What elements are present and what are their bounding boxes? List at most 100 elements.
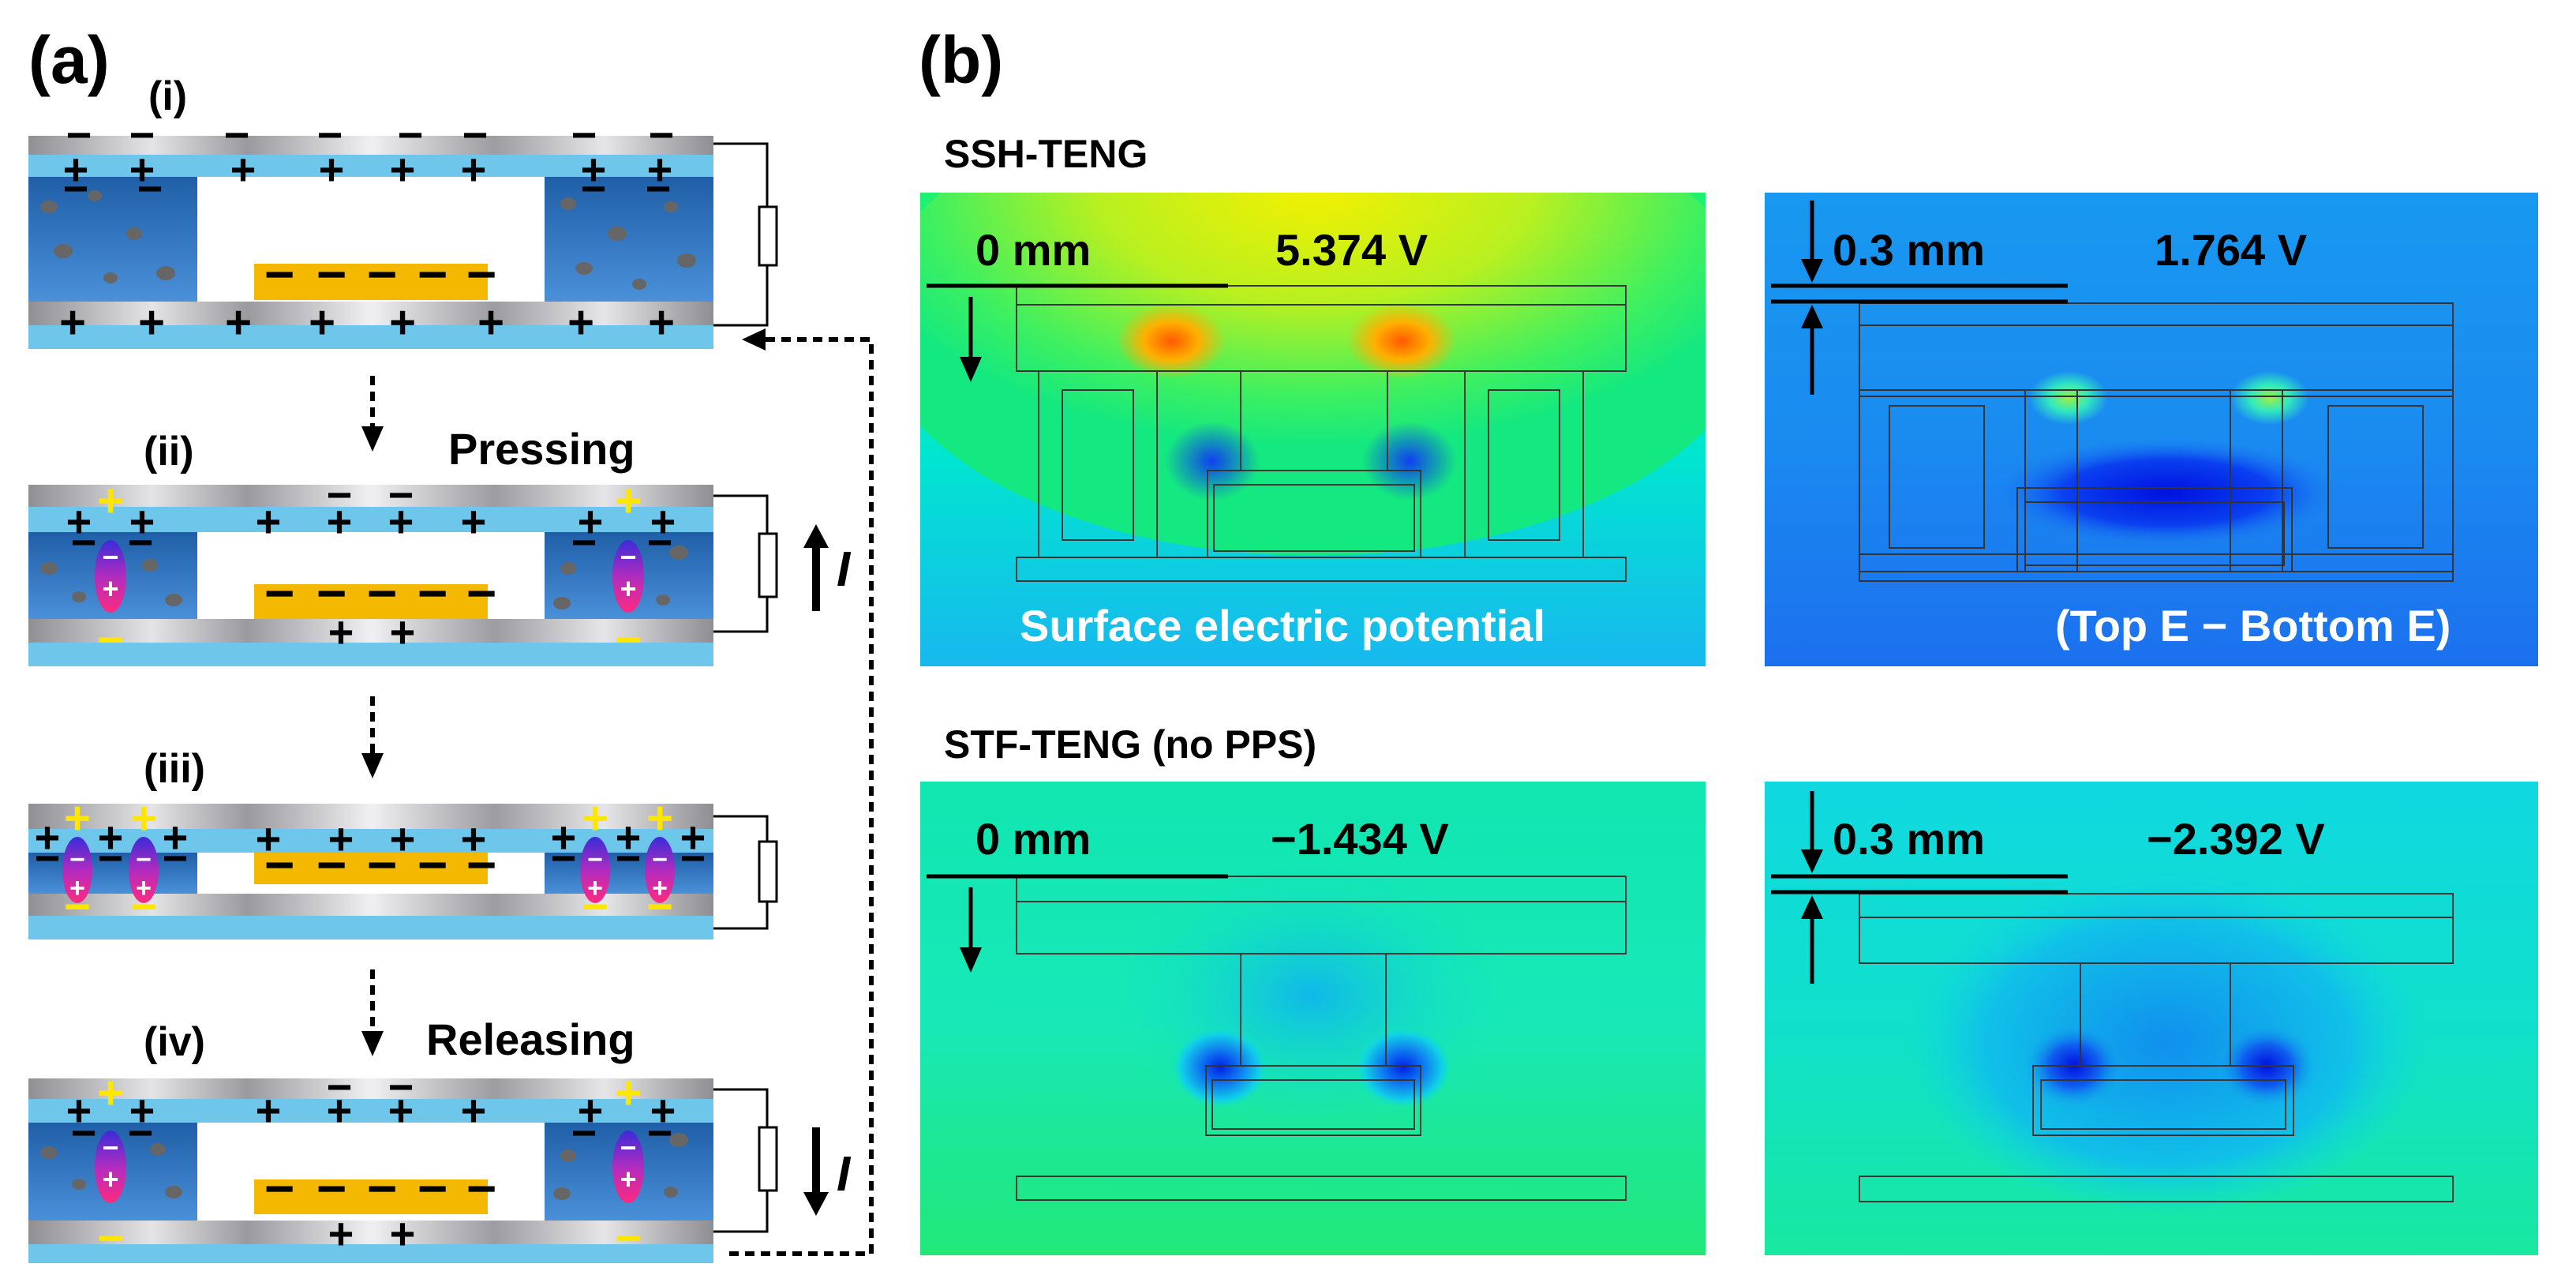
- step-iv-label: (iv): [144, 1019, 205, 1065]
- charge-symbol: −: [367, 835, 398, 894]
- charge-symbol: −: [647, 1108, 673, 1157]
- charge-symbol: +: [328, 607, 354, 657]
- induced-charge-plus: +: [582, 793, 608, 844]
- induced-charge-plus: +: [64, 793, 91, 844]
- induced-charge-plus: +: [97, 1067, 124, 1119]
- cycle-flow-arrows: [370, 337, 874, 1256]
- charge-symbol: −: [417, 835, 448, 894]
- charge-symbol: +: [163, 812, 189, 862]
- charge-symbol: −: [466, 564, 497, 622]
- charge-symbol: −: [616, 833, 642, 883]
- charge-symbol: −: [388, 1062, 414, 1112]
- charge-symbol: −: [417, 245, 448, 303]
- charge-symbol: −: [388, 470, 414, 519]
- charge-symbol: −: [462, 110, 489, 159]
- charge-symbol: −: [680, 833, 706, 883]
- charge-symbol: −: [466, 835, 497, 894]
- charge-symbol: −: [264, 564, 295, 622]
- induced-charge-minus: −: [582, 881, 608, 932]
- charge-symbol: +: [225, 297, 252, 348]
- charge-symbol: −: [66, 110, 92, 159]
- induced-charge-minus: −: [130, 881, 157, 932]
- charge-symbol: −: [63, 163, 89, 213]
- charge-symbol: +: [59, 297, 86, 348]
- charge-symbol: +: [390, 607, 416, 657]
- charge-symbol: +: [98, 812, 124, 862]
- charge-symbol: −: [264, 245, 295, 303]
- charge-symbol: +: [650, 1086, 676, 1135]
- droplet-charge-plus: +: [102, 572, 118, 605]
- charge-symbol: −: [646, 163, 672, 213]
- droplet-charge-plus: +: [102, 1163, 118, 1195]
- charge-symbol: +: [616, 812, 642, 862]
- charge-symbol: −: [264, 835, 295, 894]
- charge-symbol: −: [35, 833, 61, 883]
- charge-symbol: +: [328, 814, 354, 864]
- stf-03mm-gap-marker: [1771, 791, 2068, 984]
- droplet-charge-plus: +: [620, 572, 636, 605]
- ssh-0mm-distance: 0 mm: [975, 225, 1091, 275]
- droplet-charge-plus: +: [620, 1163, 636, 1195]
- charge-symbol: +: [309, 297, 335, 348]
- charge-symbol: +: [390, 814, 416, 864]
- ssh-0mm-gap-marker: [927, 283, 1228, 382]
- induced-charge-plus: +: [130, 793, 157, 844]
- charge-symbol: +: [256, 497, 282, 546]
- map-ssh-0mm: [920, 193, 1705, 666]
- charge-symbol: −: [128, 517, 154, 567]
- charge-symbol: +: [66, 497, 92, 546]
- charge-symbol: −: [316, 835, 347, 894]
- charge-symbol: +: [389, 297, 416, 348]
- droplet-charge-minus: −: [69, 845, 85, 875]
- stf-0mm-distance: 0 mm: [975, 814, 1091, 864]
- induced-charge-minus: −: [97, 1213, 124, 1264]
- droplet-charge-minus: −: [652, 845, 668, 875]
- charge-symbol: −: [327, 1062, 353, 1112]
- charge-symbol: −: [71, 1108, 97, 1157]
- charge-symbol: −: [466, 1159, 497, 1217]
- droplet-charge-minus: −: [587, 845, 603, 875]
- ssh-caption: Surface electric potential: [1020, 601, 1546, 651]
- charge-symbol: +: [461, 497, 487, 546]
- ssh-0mm-voltage: 5.374 V: [1275, 225, 1428, 275]
- charge-symbol: +: [388, 1086, 414, 1135]
- charge-symbol: −: [367, 245, 398, 303]
- charge-symbol: −: [316, 1159, 347, 1217]
- charge-symbol: −: [466, 245, 497, 303]
- induced-charge-minus: −: [64, 881, 91, 932]
- charge-symbol: +: [327, 1086, 353, 1135]
- charge-symbol: +: [129, 497, 155, 546]
- induced-charge-plus: +: [615, 475, 642, 527]
- droplet-charge-minus: −: [102, 1131, 118, 1164]
- step-ii-action: Pressing: [448, 424, 635, 474]
- charge-symbol: −: [98, 833, 124, 883]
- droplet-charge-plus: +: [587, 873, 603, 903]
- charge-symbol: +: [256, 814, 282, 864]
- charge-symbol: −: [551, 833, 577, 883]
- droplet-charge-minus: −: [136, 845, 152, 875]
- stf-0mm-voltage: −1.434 V: [1271, 814, 1449, 864]
- teng-mechanism-diagram: −−−−−−−−++++++++−−−−++++++++−−−−−++−−+++…: [28, 110, 874, 1264]
- charge-symbol: +: [129, 144, 155, 194]
- induced-charge-plus: +: [615, 1067, 642, 1119]
- charge-symbol: +: [327, 497, 353, 546]
- stf-03mm-distance: 0.3 mm: [1833, 814, 1985, 864]
- droplet-charge-minus: −: [102, 541, 118, 573]
- charge-symbol: −: [398, 110, 424, 159]
- charge-symbol: +: [319, 144, 345, 194]
- stf-0mm-gap-marker: [927, 874, 1228, 973]
- charge-symbol: −: [571, 110, 597, 159]
- charge-symbol: +: [230, 144, 256, 194]
- charge-symbol: −: [571, 517, 597, 567]
- induced-charge-minus: −: [615, 614, 642, 666]
- step-i-device: [28, 136, 778, 349]
- charge-symbol: +: [328, 1209, 354, 1258]
- charge-symbol: +: [648, 297, 675, 348]
- stf-03mm-voltage: −2.392 V: [2147, 814, 2325, 864]
- step-iv-device: [28, 1078, 829, 1263]
- current-label-iv: I: [837, 1147, 852, 1202]
- charge-symbol: +: [129, 1086, 155, 1135]
- charge-symbol: +: [390, 1209, 416, 1258]
- charge-symbol: −: [316, 245, 347, 303]
- droplet-charge-plus: +: [652, 873, 668, 903]
